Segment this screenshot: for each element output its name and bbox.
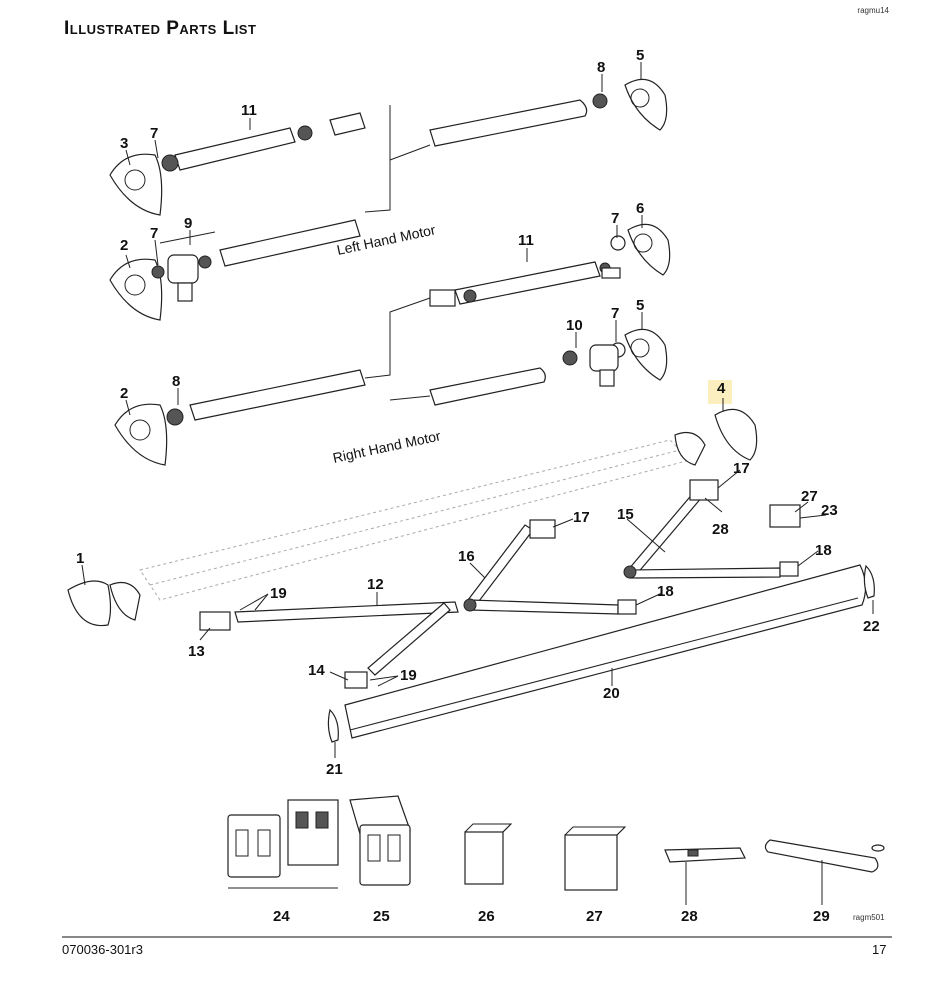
page-number: 17 bbox=[872, 942, 887, 957]
bracket-17a bbox=[689, 479, 719, 501]
callout-18b: 18 bbox=[657, 583, 674, 600]
callout-27a: 27 bbox=[586, 908, 603, 925]
callout-7c: 7 bbox=[611, 210, 619, 227]
tube-rh-mid bbox=[429, 367, 546, 406]
end-cap-5-top bbox=[624, 78, 668, 131]
control-27 bbox=[564, 826, 627, 891]
end-cap-3 bbox=[109, 153, 163, 216]
callout-1: 1 bbox=[76, 550, 84, 567]
callout-16: 16 bbox=[458, 548, 475, 565]
sensor-28 bbox=[664, 847, 746, 863]
tube-29 bbox=[764, 839, 885, 873]
callout-17a: 17 bbox=[733, 460, 750, 477]
callout-17b: 17 bbox=[573, 509, 590, 526]
callout-22: 22 bbox=[863, 618, 880, 635]
callout-29: 29 bbox=[813, 908, 830, 925]
callout-11a: 11 bbox=[241, 102, 257, 119]
callout-4: 4 bbox=[717, 380, 726, 397]
end-cap-6 bbox=[627, 223, 671, 276]
roller-tube-top bbox=[161, 93, 608, 172]
figure-code-top: ragmu14 bbox=[857, 6, 889, 15]
bracket-23 bbox=[769, 504, 801, 528]
callout-7b: 7 bbox=[150, 225, 158, 242]
callout-28a: 28 bbox=[681, 908, 698, 925]
end-cap-21 bbox=[327, 708, 339, 743]
end-cap-2-mid bbox=[109, 258, 163, 321]
bracket-18a bbox=[779, 561, 799, 577]
arm-12 bbox=[234, 601, 459, 623]
fabric-outline bbox=[139, 439, 691, 601]
end-cap-2-low bbox=[114, 403, 168, 466]
callout-9: 9 bbox=[184, 215, 192, 232]
caption-right-hand-motor: Right Hand Motor bbox=[331, 427, 442, 466]
bracket-14 bbox=[344, 671, 368, 689]
callout-13: 13 bbox=[188, 643, 205, 660]
callout-3: 3 bbox=[120, 135, 128, 152]
bracket-18b bbox=[617, 599, 637, 615]
tube-rh-low bbox=[189, 369, 366, 421]
callout-20: 20 bbox=[603, 685, 620, 702]
switch-25 bbox=[349, 795, 411, 886]
lead-rail-20 bbox=[344, 564, 867, 739]
callout-27b: 27 bbox=[801, 488, 818, 505]
control-26 bbox=[464, 823, 513, 885]
callout-7d: 7 bbox=[611, 305, 619, 322]
callout-8a: 8 bbox=[597, 59, 605, 76]
callout-28b: 28 bbox=[712, 521, 729, 538]
end-cap-22 bbox=[863, 564, 875, 599]
tube-lh-mid bbox=[219, 219, 361, 267]
callout-23: 23 bbox=[821, 502, 838, 519]
bracket-13 bbox=[199, 611, 231, 631]
rh-bracket bbox=[364, 297, 431, 379]
footer-divider bbox=[62, 936, 892, 938]
bracket-17b bbox=[529, 519, 556, 539]
motor-9 bbox=[151, 254, 212, 302]
leader-lines bbox=[81, 62, 874, 905]
page-title: Illustrated Parts List bbox=[64, 18, 257, 39]
callout-24: 24 bbox=[273, 908, 290, 925]
callout-10: 10 bbox=[566, 317, 583, 334]
callout-15: 15 bbox=[617, 506, 634, 523]
tube-rh-top bbox=[454, 261, 601, 305]
callout-19b: 19 bbox=[400, 667, 417, 684]
callout-11b: 11 bbox=[518, 232, 534, 249]
callout-26: 26 bbox=[478, 908, 495, 925]
callout-8b: 8 bbox=[172, 373, 180, 390]
callout-18a: 18 bbox=[815, 542, 832, 559]
figure-code-bottom: ragm501 bbox=[853, 913, 885, 922]
callout-12: 12 bbox=[367, 576, 384, 593]
callout-21: 21 bbox=[326, 761, 343, 778]
callout-5a: 5 bbox=[636, 47, 644, 64]
document-number: 070036-301r3 bbox=[62, 942, 143, 957]
callout-6: 6 bbox=[636, 200, 644, 217]
arm-16 bbox=[467, 524, 534, 606]
switch-24 bbox=[227, 799, 339, 889]
callout-19a: 19 bbox=[270, 585, 287, 602]
callout-14: 14 bbox=[308, 662, 325, 679]
end-cap-1 bbox=[67, 580, 112, 627]
callout-2a: 2 bbox=[120, 237, 128, 254]
end-cap-4 bbox=[708, 380, 758, 461]
callout-7a: 7 bbox=[150, 125, 158, 142]
callout-25: 25 bbox=[373, 908, 390, 925]
lh-bracket bbox=[364, 105, 391, 213]
callout-5b: 5 bbox=[636, 297, 644, 314]
callout-2b: 2 bbox=[120, 385, 128, 402]
end-cap-5-rh bbox=[624, 328, 668, 381]
